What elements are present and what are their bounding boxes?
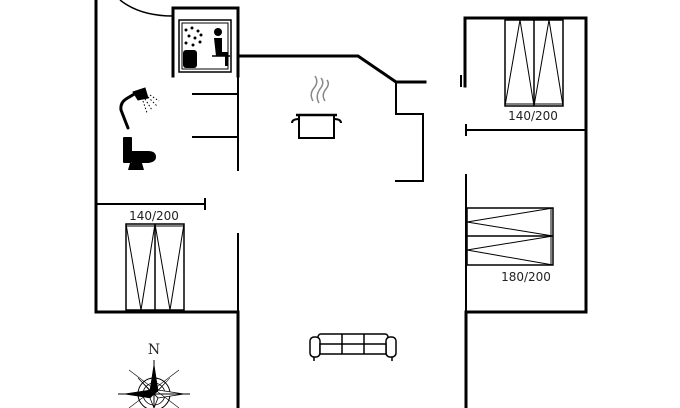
shower-icon xyxy=(119,87,160,130)
kitchen-top-wall xyxy=(236,54,427,84)
compass-rose-icon xyxy=(118,360,190,408)
inner-walls xyxy=(95,75,587,313)
left-bed-label: 140/200 xyxy=(129,209,179,223)
bed-icon xyxy=(504,19,564,107)
compass-north-label: N xyxy=(148,342,160,358)
kitchen-counter xyxy=(395,81,424,182)
sauna-icon xyxy=(178,19,232,73)
door-swing-arc xyxy=(119,0,174,17)
walls xyxy=(94,0,588,408)
cooking-pot-icon xyxy=(291,75,342,139)
toilet-icon xyxy=(123,137,156,170)
top-right-bed-label: 140/200 xyxy=(508,109,558,123)
sofa-icon xyxy=(309,333,397,361)
right-bed-label: 180/200 xyxy=(501,270,551,284)
bed-icon xyxy=(125,223,185,311)
bed-icon xyxy=(466,207,554,266)
